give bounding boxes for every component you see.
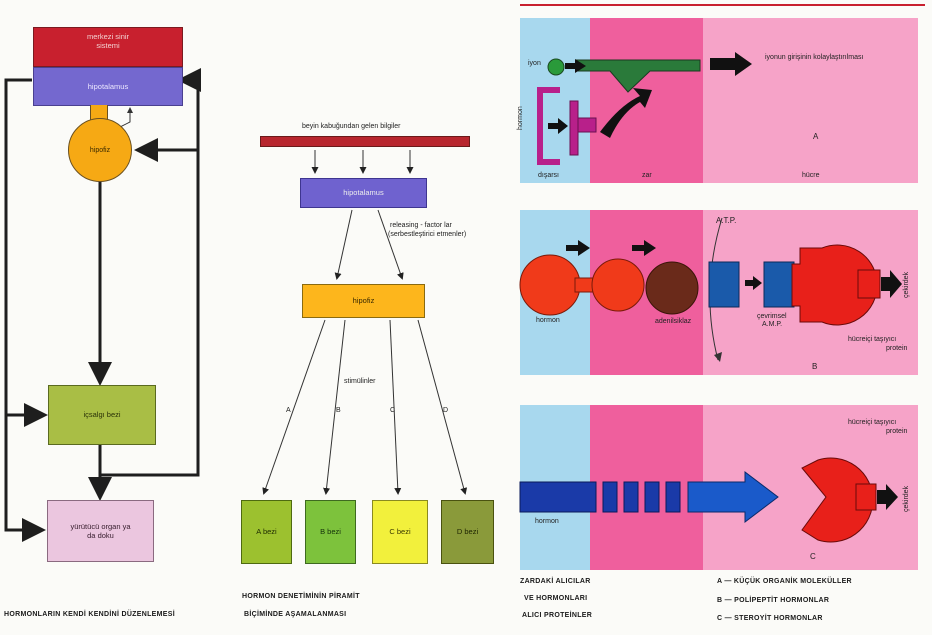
panel-a-membrane-label: zar [642,172,652,179]
path-d-label: D [443,407,449,414]
panel-b-carrier-label-2: protein [886,345,908,352]
gland-a-box: A bezi [241,500,292,564]
panel-a-letter: A [813,132,819,141]
panel-a [520,18,918,183]
panel-a-ion-entry-label: iyonun girişinin kolaylaştırılması [765,54,864,61]
target-organ-box: yürütücü organ ya da doku [47,500,154,562]
gland-c-label: C bezi [389,527,411,537]
legend-item-c: C — STEROYİT HORMONLAR [717,615,823,622]
endocrine-gland-label: içsalgı bezi [83,410,121,420]
path-a-label: A [286,407,291,414]
target-organ-label: yürütücü organ ya da doku [70,521,131,540]
panel-b-carrier-label-1: hücreiçi taşıyıcı [848,336,897,343]
legend-item-b: B — POLİPEPTİT HORMONLAR [717,597,830,604]
gland-d-label: D bezi [456,527,479,537]
stimulins-label: stimülinler [344,378,376,385]
left-caption: HORMONLARIN KENDİ KENDİNİ DÜZENLEMESİ [4,611,175,618]
panel-a-ion-label: iyon [528,60,541,67]
middle-caption-2: BİÇİMİNDE AŞAMALANMASI [244,611,347,618]
pyramid-hypothalamus-label: hipotalamus [343,188,384,198]
panel-b-camp-label-2: A.M.P. [762,321,783,328]
cortex-bar [260,136,470,147]
pyramid-pituitary-label: hipofiz [352,296,375,306]
panel-c-nucleus-label: çekirdek [903,485,910,512]
releasing-label: releasing - factor lar [390,222,452,229]
panel-a-outside-label: dışarsı [538,172,560,179]
right-caption-2: VE HORMONLARI [524,595,588,602]
pyramid-hypothalamus-box: hipotalamus [300,178,427,208]
panel-c-carrier-label-1: hücreiçi taşıyıcı [848,419,897,426]
panel-a-cell-label: hücre [802,172,820,179]
panel-b-camp-label-1: çevrimsel [757,313,787,320]
gland-c-box: C bezi [372,500,428,564]
releasing-sub-label: (serbestleştirici etmenler) [388,231,467,238]
cns-label: merkezi sinir sistemi [86,32,130,51]
panel-c-carrier-label-2: protein [886,428,908,435]
path-b-label: B [336,407,341,414]
hypothalamus-box: hipotalamus [33,67,183,106]
path-c-label: C [390,407,396,414]
right-caption-1: ZARDAKİ ALICILAR [520,578,591,585]
gland-d-box: D bezi [441,500,494,564]
pyramid-pituitary-box: hipofiz [302,284,425,318]
panel-c-hormone-label: hormon [535,518,559,525]
panel-b-atp-label: A.T.P. [716,216,737,225]
gland-b-label: B bezi [320,527,341,537]
panel-b-adenylase-label: adenilsiklaz [655,318,692,325]
cortex-info-label: beyin kabuğundan gelen bilgiler [302,123,401,130]
top-rule [520,4,925,6]
panel-b-hormone-label: hormon [536,317,560,324]
panel-b-letter: B [812,362,818,371]
cns-box: merkezi sinir sistemi [33,27,183,67]
legend-item-a: A — KÜÇÜK ORGANİK MOLEKÜLLER [717,578,852,585]
middle-caption-1: HORMON DENETİMİNİN PİRAMİT [242,593,360,600]
gland-b-box: B bezi [305,500,356,564]
panel-c-letter: C [810,552,816,561]
right-caption-3: ALICI PROTEİNLER [522,612,593,619]
gland-a-label: A bezi [256,527,277,537]
panel-a-cell [703,18,918,183]
hypothalamus-label: hipotalamus [87,81,129,91]
pituitary-label: hipofiz [89,146,111,154]
pituitary-body: hipofiz [68,118,132,182]
endocrine-gland-box: içsalgı bezi [48,385,156,445]
